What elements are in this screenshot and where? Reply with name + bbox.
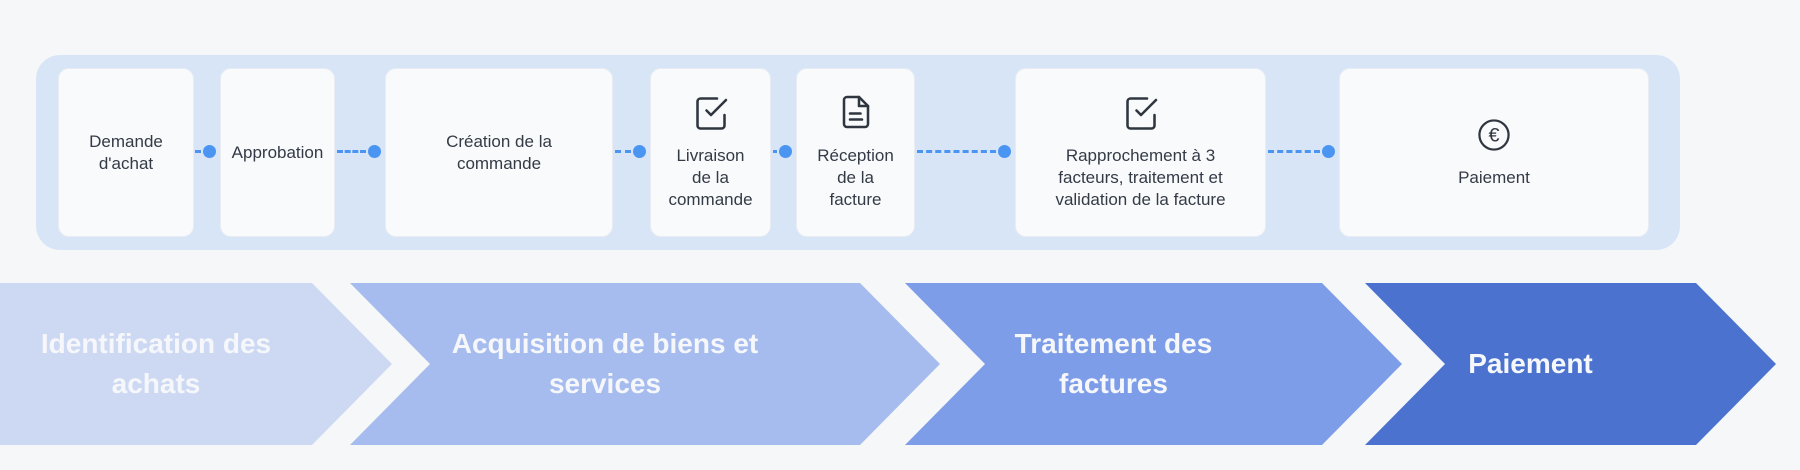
dashed-line	[615, 150, 631, 153]
step-livraison-commande: Livraison de la commande	[650, 68, 771, 237]
process-step-label: Réception de la facture	[817, 146, 894, 209]
phase-acquisition-biens-services: Acquisition de biens et services	[350, 283, 940, 445]
phase-label: Paiement	[1468, 348, 1593, 379]
process-step-label: Rapprochement à 3 facteurs, traitement e…	[1055, 146, 1226, 209]
connector	[917, 145, 1011, 158]
phase-paiement: Paiement	[1365, 283, 1776, 445]
connector-dot	[368, 145, 381, 158]
phase-identification-achats: Identification des achats	[0, 283, 392, 445]
connector	[773, 145, 792, 158]
connector-dot	[633, 145, 646, 158]
phase-label: Acquisition de biens et services	[451, 328, 759, 399]
connector-dot	[998, 145, 1011, 158]
process-step-label: Approbation	[231, 142, 324, 162]
dashed-line	[337, 150, 366, 153]
process-step-label: Demande d'achat	[89, 131, 163, 173]
step-creation-commande: Création de la commande	[385, 68, 613, 237]
connector	[615, 145, 646, 158]
step-rapprochement-validation: Rapprochement à 3 facteurs, traitement e…	[1015, 68, 1266, 237]
connector-dot	[203, 145, 216, 158]
check-square-icon	[1123, 94, 1159, 130]
process-step-label: Paiement	[1458, 168, 1530, 187]
euro-circle-icon: €	[1475, 116, 1513, 152]
dashed-line	[195, 150, 201, 153]
step-demande-achat: Demande d'achat	[58, 68, 194, 237]
dashed-line	[773, 150, 777, 153]
connector-dot	[779, 145, 792, 158]
process-step-label: Livraison de la commande	[668, 146, 753, 209]
connector	[1268, 145, 1335, 158]
dashed-line	[1268, 150, 1320, 153]
connector	[337, 145, 381, 158]
step-paiement: € Paiement	[1339, 68, 1649, 237]
process-step-label: Création de la commande	[446, 131, 552, 173]
process-track: Demande d'achat Approbation Création de …	[36, 55, 1680, 250]
connector	[195, 145, 216, 158]
dashed-line	[917, 150, 996, 153]
phase-label: Traitement des factures	[1014, 328, 1213, 399]
phase-label: Identification des achats	[40, 328, 272, 399]
phase-arrows: Identification des achats Acquisition de…	[0, 283, 1800, 445]
phase-traitement-factures: Traitement des factures	[905, 283, 1402, 445]
connector-dot	[1322, 145, 1335, 158]
svg-text:€: €	[1488, 125, 1499, 147]
step-reception-facture: Réception de la facture	[796, 68, 915, 237]
check-square-icon	[693, 94, 729, 130]
step-approbation: Approbation	[220, 68, 335, 237]
file-text-icon	[838, 94, 874, 130]
